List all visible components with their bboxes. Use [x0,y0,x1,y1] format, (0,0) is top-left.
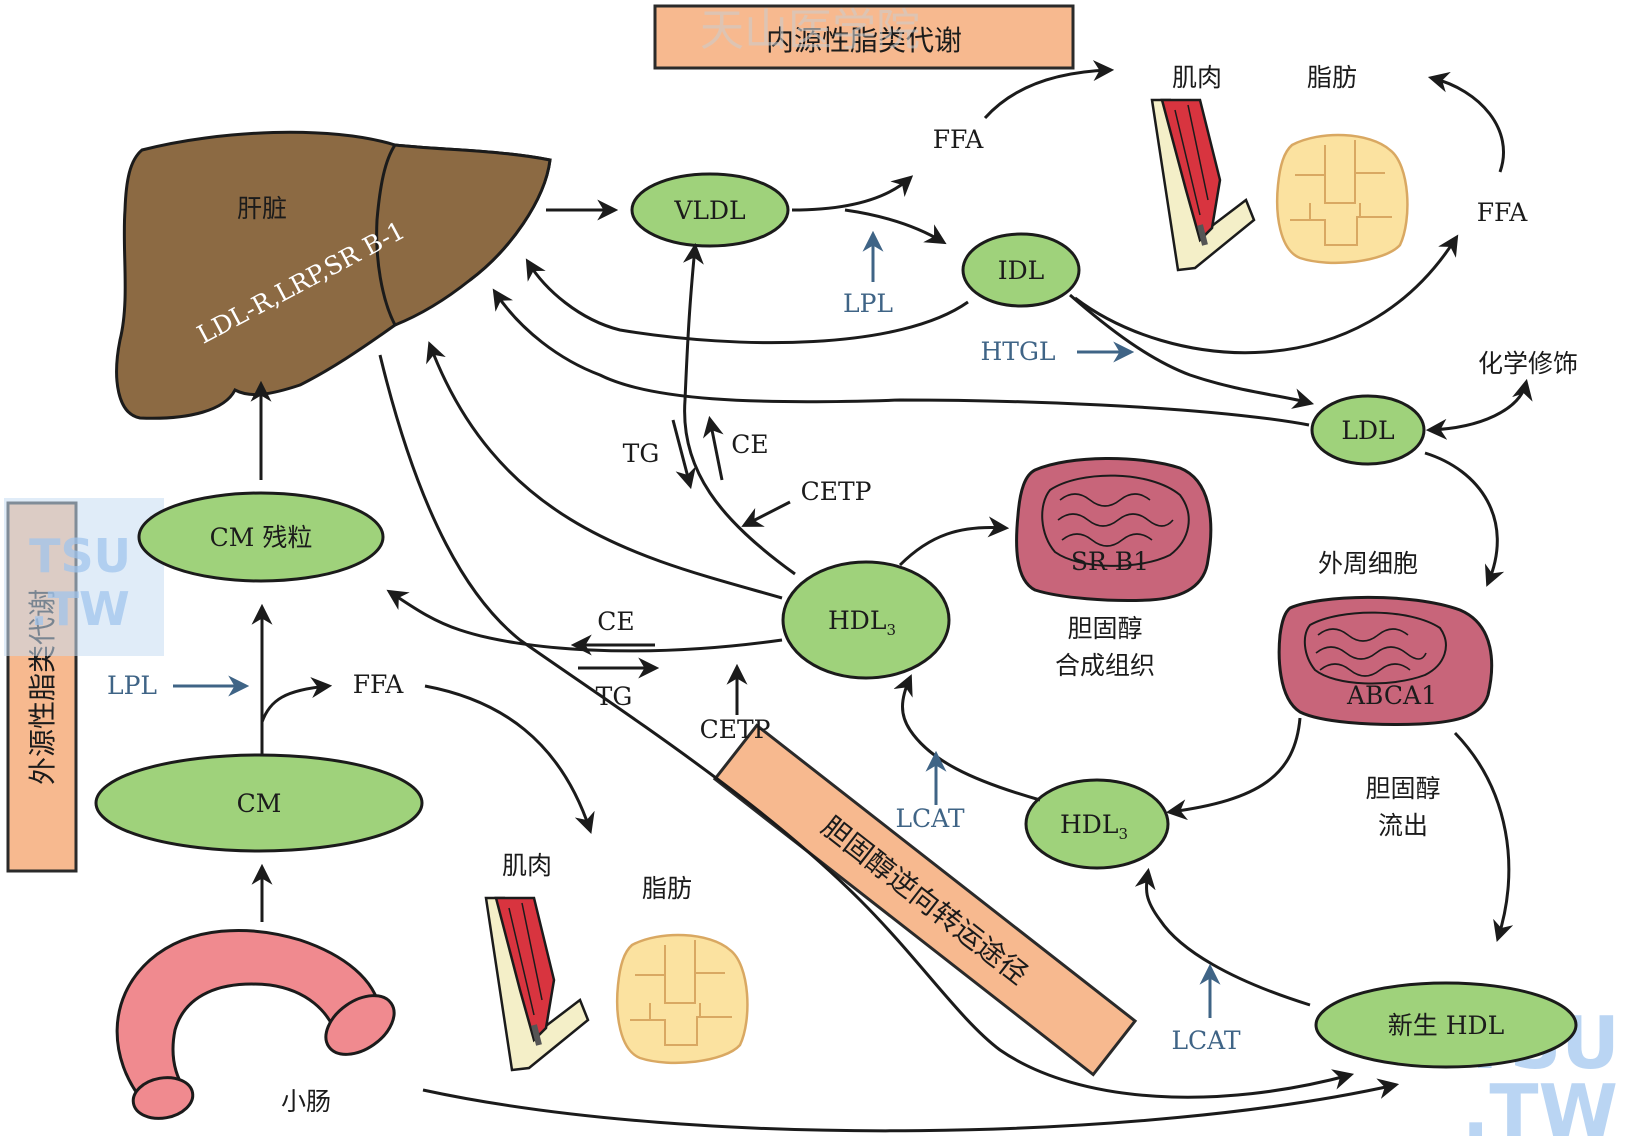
htgl-label: HTGL [980,337,1055,366]
fat-top-label: 脂肪 [1307,63,1357,92]
svg-text:胆固醇逆向转运途径: 胆固醇逆向转运途径 [815,810,1034,991]
peripheral-cell-label: 外周细胞 [1318,549,1418,578]
liver: 肝脏 LDL-R,LRP,SR B-1 [115,130,552,420]
liver-label: 肝脏 [237,194,287,223]
srb1-caption-1: 胆固醇 [1067,614,1142,643]
cetp-low-label: CETP [700,715,771,744]
nascent-hdl-node: 新生 HDL [1314,981,1578,1069]
ldl-node: LDL [1310,394,1426,466]
srb1-caption-2: 合成组织 [1055,651,1155,680]
svg-text:内源性脂类代谢: 内源性脂类代谢 [766,24,962,57]
idl-node: IDL [961,232,1081,308]
lpl-top-label: LPL [843,289,893,318]
ffa-right-label: FFA [1477,198,1529,227]
muscle-bottom-label: 肌肉 [502,851,552,880]
svg-text:SR B1: SR B1 [1071,547,1149,576]
muscle-top [1150,98,1256,272]
arrows [250,60,1533,1133]
ffa-bottom-label: FFA [353,670,405,699]
svg-text:ABCA1: ABCA1 [1346,681,1437,710]
fat-top [1275,133,1409,265]
endogenous-title: 内源性脂类代谢 [653,4,1075,70]
watermark-left: TSU .TW [4,498,164,656]
svg-text:HDL3: HDL3 [828,606,896,639]
svg-text:VLDL: VLDL [673,196,745,225]
efflux-label-1: 胆固醇 [1365,774,1440,803]
svg-text:CM: CM [237,789,282,818]
ce-mid-label: CE [731,430,768,459]
vldl-node: VLDL [630,172,790,248]
intestine [115,928,396,1120]
svg-text:LDL: LDL [1341,416,1394,445]
svg-text:IDL: IDL [998,256,1045,285]
cm-node: CM [94,753,424,853]
tg-mid-label: TG [623,439,660,468]
svg-text:CM 残粒: CM 残粒 [210,523,313,552]
hdl3-lower-node: HDL3 [1024,778,1170,870]
hdl3-upper-node: HDL3 [781,560,951,680]
svg-text:.TW: .TW [30,582,130,636]
fat-bottom [615,933,749,1065]
fat-bottom-label: 脂肪 [642,874,692,903]
srb1-cell: SR B1 [1015,457,1213,603]
abca1-cell: ABCA1 [1277,595,1494,726]
chemical-modification-label: 化学修饰 [1478,349,1578,378]
svg-text:.TW: .TW [1462,1069,1618,1148]
enzyme-arrows [173,230,1221,1018]
reverse-transport-title: 胆固醇逆向转运途径 [712,723,1138,1077]
ce-left-label: CE [597,607,634,636]
muscle-bottom [484,896,590,1072]
svg-text:HDL3: HDL3 [1060,810,1128,843]
muscle-top-label: 肌肉 [1172,63,1222,92]
efflux-label-2: 流出 [1378,811,1428,840]
lcat-low-label: LCAT [1171,1026,1240,1055]
lpl-left-label: LPL [107,671,157,700]
svg-text:TSU: TSU [29,529,131,583]
cetp-mid-label: CETP [801,477,872,506]
intestine-label: 小肠 [281,1087,331,1116]
cm-remnant-node: CM 残粒 [137,491,385,583]
lcat-mid-label: LCAT [895,804,964,833]
watermark-top: 天山医学院 [700,5,920,56]
svg-text:新生 HDL: 新生 HDL [1388,1011,1504,1040]
ffa-top-label: FFA [933,125,985,154]
